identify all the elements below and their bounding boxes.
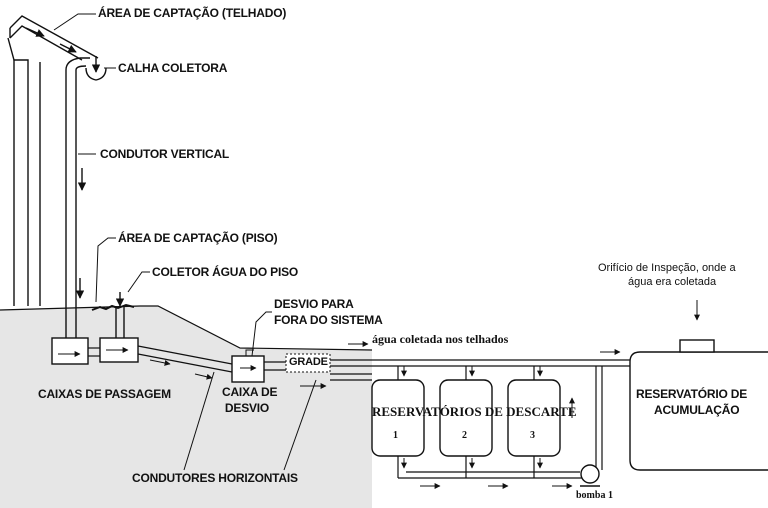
label-res-1: 1 bbox=[393, 430, 398, 441]
label-area-captacao-piso: ÁREA DE CAPTAÇÃO (PISO) bbox=[118, 231, 278, 245]
condutor-horizontal-1 bbox=[137, 345, 233, 373]
condutor-vertical bbox=[65, 57, 90, 340]
label-desvio-1: DESVIO PARA bbox=[274, 297, 354, 311]
leader-telhado bbox=[53, 13, 96, 31]
leader-desvio bbox=[251, 311, 272, 357]
label-agua-coletada: água coletada nos telhados bbox=[372, 332, 509, 346]
roof bbox=[9, 15, 99, 61]
label-grade: GRADE bbox=[289, 356, 328, 368]
caixa-desvio bbox=[231, 355, 265, 383]
condutor-horizontal-2 bbox=[264, 359, 630, 381]
label-res-2: 2 bbox=[462, 430, 467, 441]
reservatorios-descarte bbox=[371, 379, 561, 457]
label-bomba: bomba 1 bbox=[576, 490, 613, 501]
label-caixa-desvio-1: CAIXA DE bbox=[222, 385, 278, 399]
label-desvio-2: FORA DO SISTEMA bbox=[274, 313, 383, 327]
leader-coletor bbox=[127, 271, 150, 293]
label-res-3: 3 bbox=[530, 430, 535, 441]
label-calha-coletora: CALHA COLETORA bbox=[118, 61, 228, 75]
leader-piso bbox=[95, 237, 116, 303]
ground-line bbox=[0, 305, 373, 351]
coletor-piso bbox=[115, 292, 125, 342]
label-reservatorios-descarte: RESERVATÓRIOS DE DESCARTE bbox=[372, 404, 577, 419]
label-reservatorio-acumulacao-2: ACUMULAÇÃO bbox=[654, 403, 740, 417]
grade-box bbox=[285, 353, 331, 373]
label-condutor-vertical: CONDUTOR VERTICAL bbox=[100, 147, 230, 161]
label-coletor-agua-piso: COLETOR ÁGUA DO PISO bbox=[152, 265, 299, 279]
label-orificio-2: água era coletada bbox=[628, 276, 717, 288]
building-wall bbox=[7, 37, 41, 306]
calha bbox=[85, 56, 107, 81]
label-orificio-1: Orifício de Inspeção, onde a bbox=[598, 262, 736, 274]
label-reservatorio-acumulacao-1: RESERVATÓRIO DE bbox=[636, 387, 748, 401]
label-caixas-passagem: CAIXAS DE PASSAGEM bbox=[38, 387, 171, 401]
label-condutores-horizontais: CONDUTORES HORIZONTAIS bbox=[132, 471, 298, 485]
label-area-captacao-telhado: ÁREA DE CAPTAÇÃO (TELHADO) bbox=[98, 6, 287, 20]
label-caixa-desvio-2: DESVIO bbox=[224, 401, 270, 415]
reservatorio-acumulacao bbox=[629, 339, 768, 471]
bomba bbox=[580, 464, 600, 487]
